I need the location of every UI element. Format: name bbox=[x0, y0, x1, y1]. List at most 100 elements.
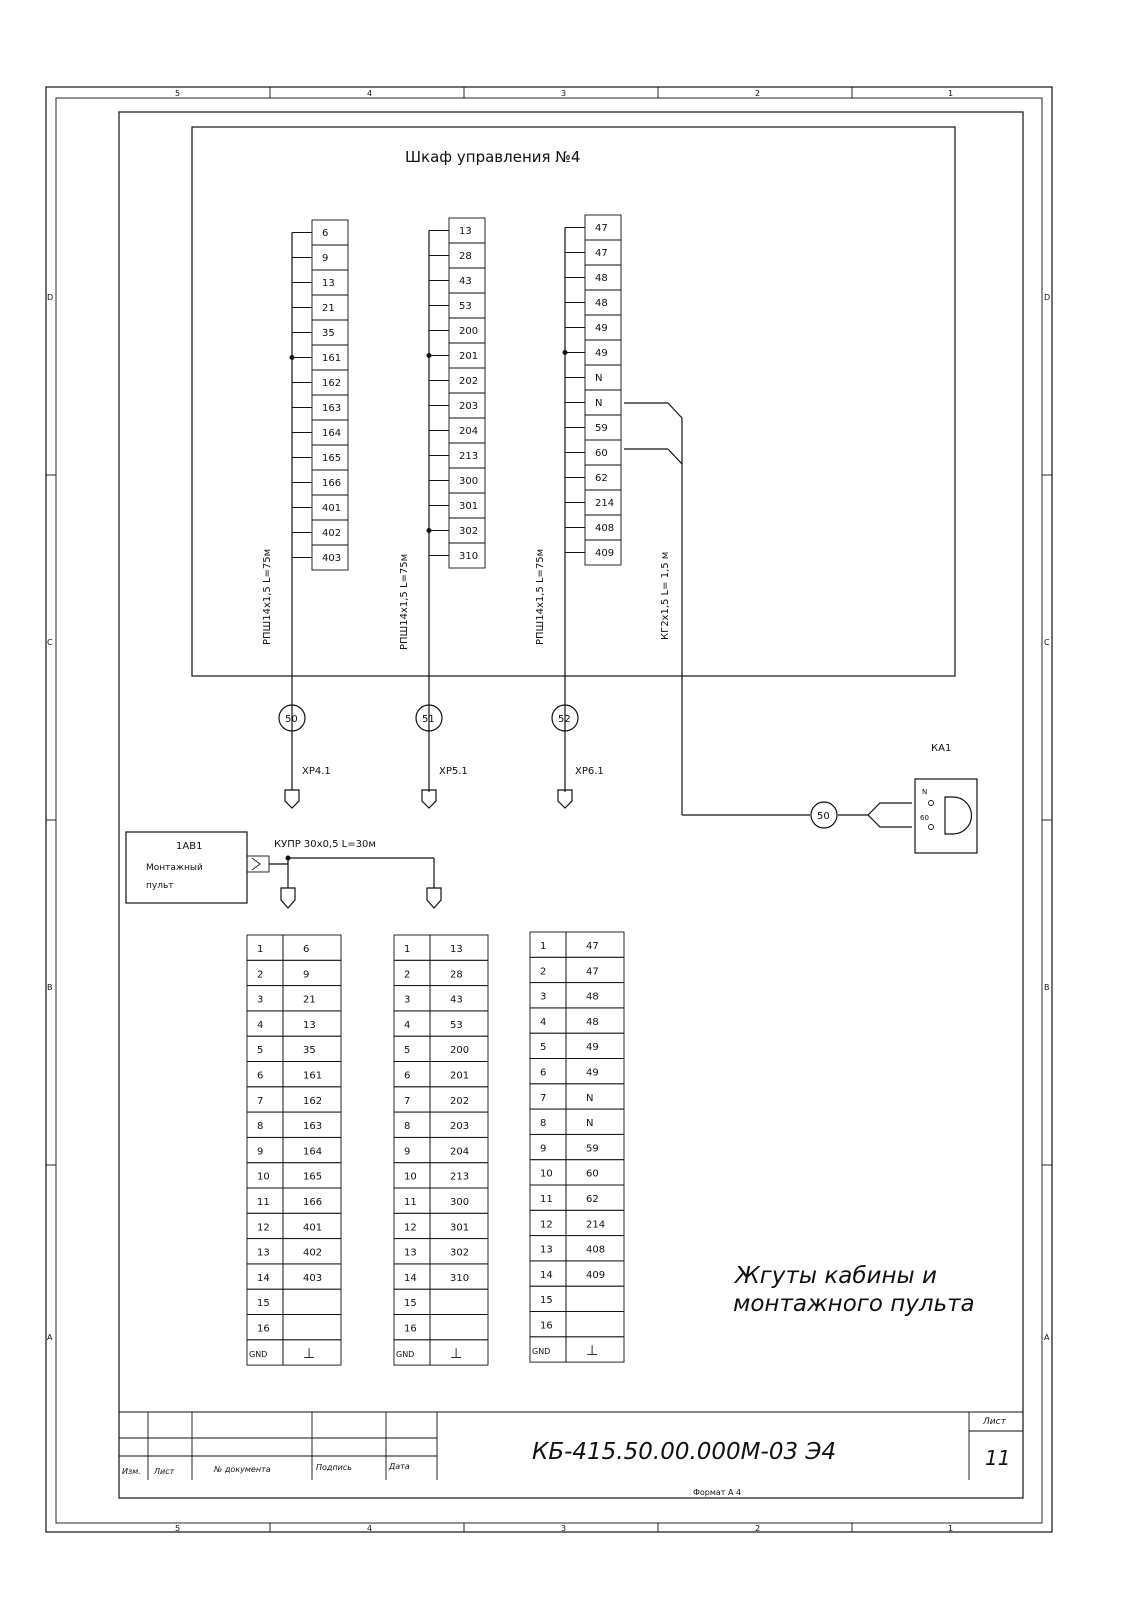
wire-number: 409 bbox=[586, 1270, 605, 1281]
pin-number: 11 bbox=[540, 1194, 553, 1205]
terminal-block-2: 13284353200201202203204213300301302310РП… bbox=[399, 217, 486, 809]
wire-number: 162 bbox=[303, 1096, 322, 1107]
terminal-label: 47 bbox=[595, 248, 608, 259]
wire-marker-label: 51 bbox=[422, 714, 435, 725]
pin-cell bbox=[393, 934, 431, 961]
wire-number: 403 bbox=[303, 1273, 322, 1284]
pin-cell bbox=[246, 1010, 284, 1037]
pin-cell bbox=[529, 982, 567, 1009]
caption-line1: Жгуты кабины и bbox=[733, 1263, 937, 1289]
pin-number: 1 bbox=[540, 941, 546, 952]
zone-row-d: D bbox=[47, 293, 53, 302]
terminal-label: 403 bbox=[322, 553, 341, 564]
plug-label: XP5.1 bbox=[439, 766, 468, 777]
terminal-label: 53 bbox=[459, 301, 472, 312]
pin-number: 13 bbox=[540, 1245, 553, 1256]
wire-number: 204 bbox=[450, 1146, 469, 1157]
format-label: Формат А 4 bbox=[693, 1488, 741, 1497]
pin-number: 6 bbox=[257, 1071, 263, 1082]
pin-number: 15 bbox=[404, 1298, 417, 1309]
zone-col-5-bottom: 5 bbox=[175, 1524, 180, 1533]
pin-number: 3 bbox=[257, 995, 263, 1006]
console-junction-dot bbox=[285, 855, 291, 861]
pin-number: 13 bbox=[257, 1248, 270, 1259]
pin-cell bbox=[393, 959, 431, 987]
outer-border bbox=[45, 86, 1053, 1533]
pin-cell bbox=[529, 931, 567, 958]
pin-number: 12 bbox=[540, 1219, 553, 1230]
ka1-cable-marker-label: 50 bbox=[817, 811, 830, 822]
pin-cell bbox=[393, 1010, 431, 1037]
wire-number: N bbox=[586, 1093, 593, 1104]
wire-number: 213 bbox=[450, 1172, 469, 1183]
zone-col-1: 1 bbox=[948, 89, 953, 98]
pin-number: 16 bbox=[540, 1321, 553, 1332]
terminal-label: 48 bbox=[595, 273, 608, 284]
col-list: Лист bbox=[153, 1467, 175, 1476]
control-cabinet bbox=[191, 126, 956, 677]
ka1-box bbox=[914, 778, 978, 854]
bus-junction-dot bbox=[426, 528, 432, 533]
terminal-label: 301 bbox=[459, 501, 478, 512]
col-doc: № документа bbox=[213, 1465, 271, 1474]
wire-number: 49 bbox=[586, 1042, 599, 1053]
terminal-label: 48 bbox=[595, 298, 608, 309]
wire-cell bbox=[565, 1311, 625, 1338]
wire-number: 62 bbox=[586, 1194, 599, 1205]
pin-cell bbox=[393, 1061, 431, 1088]
pin-number: GND bbox=[249, 1350, 267, 1359]
wire-cell bbox=[565, 1336, 625, 1363]
zone-col-3: 3 bbox=[561, 89, 566, 98]
zone-row-c: C bbox=[47, 638, 53, 647]
ground-icon: ⊥ bbox=[303, 1346, 315, 1362]
pin-number: 14 bbox=[404, 1273, 417, 1284]
terminal-label: 164 bbox=[322, 428, 341, 439]
ka1-pin-60-dot bbox=[928, 824, 934, 830]
zone-col-3-bottom: 3 bbox=[561, 1524, 566, 1533]
col-date: Дата bbox=[388, 1462, 410, 1471]
pin-number: 16 bbox=[257, 1324, 270, 1335]
pin-cell bbox=[246, 1136, 284, 1164]
terminal-cell bbox=[311, 219, 349, 246]
pin-cell bbox=[393, 1136, 431, 1164]
wire-cell bbox=[565, 1083, 625, 1110]
sheet-number: 11 bbox=[985, 1446, 1010, 1470]
zone-row-d-right: D bbox=[1044, 293, 1050, 302]
terminal-label: 200 bbox=[459, 326, 478, 337]
wire-number: 21 bbox=[303, 995, 316, 1006]
pin-number: 9 bbox=[257, 1146, 263, 1157]
ground-icon: ⊥ bbox=[450, 1346, 462, 1362]
terminal-label: 163 bbox=[322, 403, 341, 414]
cable-label: РПШ14х1,5 L=75м bbox=[262, 549, 273, 645]
terminal-label: 408 bbox=[595, 523, 614, 534]
plug-icon bbox=[284, 789, 300, 809]
pin-number: 3 bbox=[540, 992, 546, 1003]
plug-label: XP4.1 bbox=[302, 766, 331, 777]
terminal-label: N bbox=[595, 398, 602, 409]
bus-junction-dot bbox=[289, 355, 295, 360]
plug-icon bbox=[421, 789, 437, 809]
wire-number: 301 bbox=[450, 1222, 469, 1233]
wire-number: 300 bbox=[450, 1197, 469, 1208]
ka1-cable-label: КГ2х1,5 L= 1,5 м bbox=[660, 552, 671, 640]
pin-number: 15 bbox=[540, 1295, 553, 1306]
pin-number: 5 bbox=[257, 1045, 263, 1056]
pin-number: 7 bbox=[257, 1096, 263, 1107]
wire-cell bbox=[429, 1314, 489, 1341]
terminal-label: 43 bbox=[459, 276, 472, 287]
wire-cell bbox=[429, 1339, 489, 1366]
wire-number: 203 bbox=[450, 1121, 469, 1132]
wire-marker bbox=[278, 704, 306, 732]
wire-number: 402 bbox=[303, 1248, 322, 1259]
pin-number: 14 bbox=[257, 1273, 270, 1284]
wire-number: 166 bbox=[303, 1197, 322, 1208]
pin-number: GND bbox=[532, 1347, 550, 1356]
terminal-label: 213 bbox=[459, 451, 478, 462]
plug-icon bbox=[557, 789, 573, 809]
terminal-label: 300 bbox=[459, 476, 478, 487]
pin-number: 4 bbox=[257, 1020, 263, 1031]
pin-number: 9 bbox=[404, 1146, 410, 1157]
